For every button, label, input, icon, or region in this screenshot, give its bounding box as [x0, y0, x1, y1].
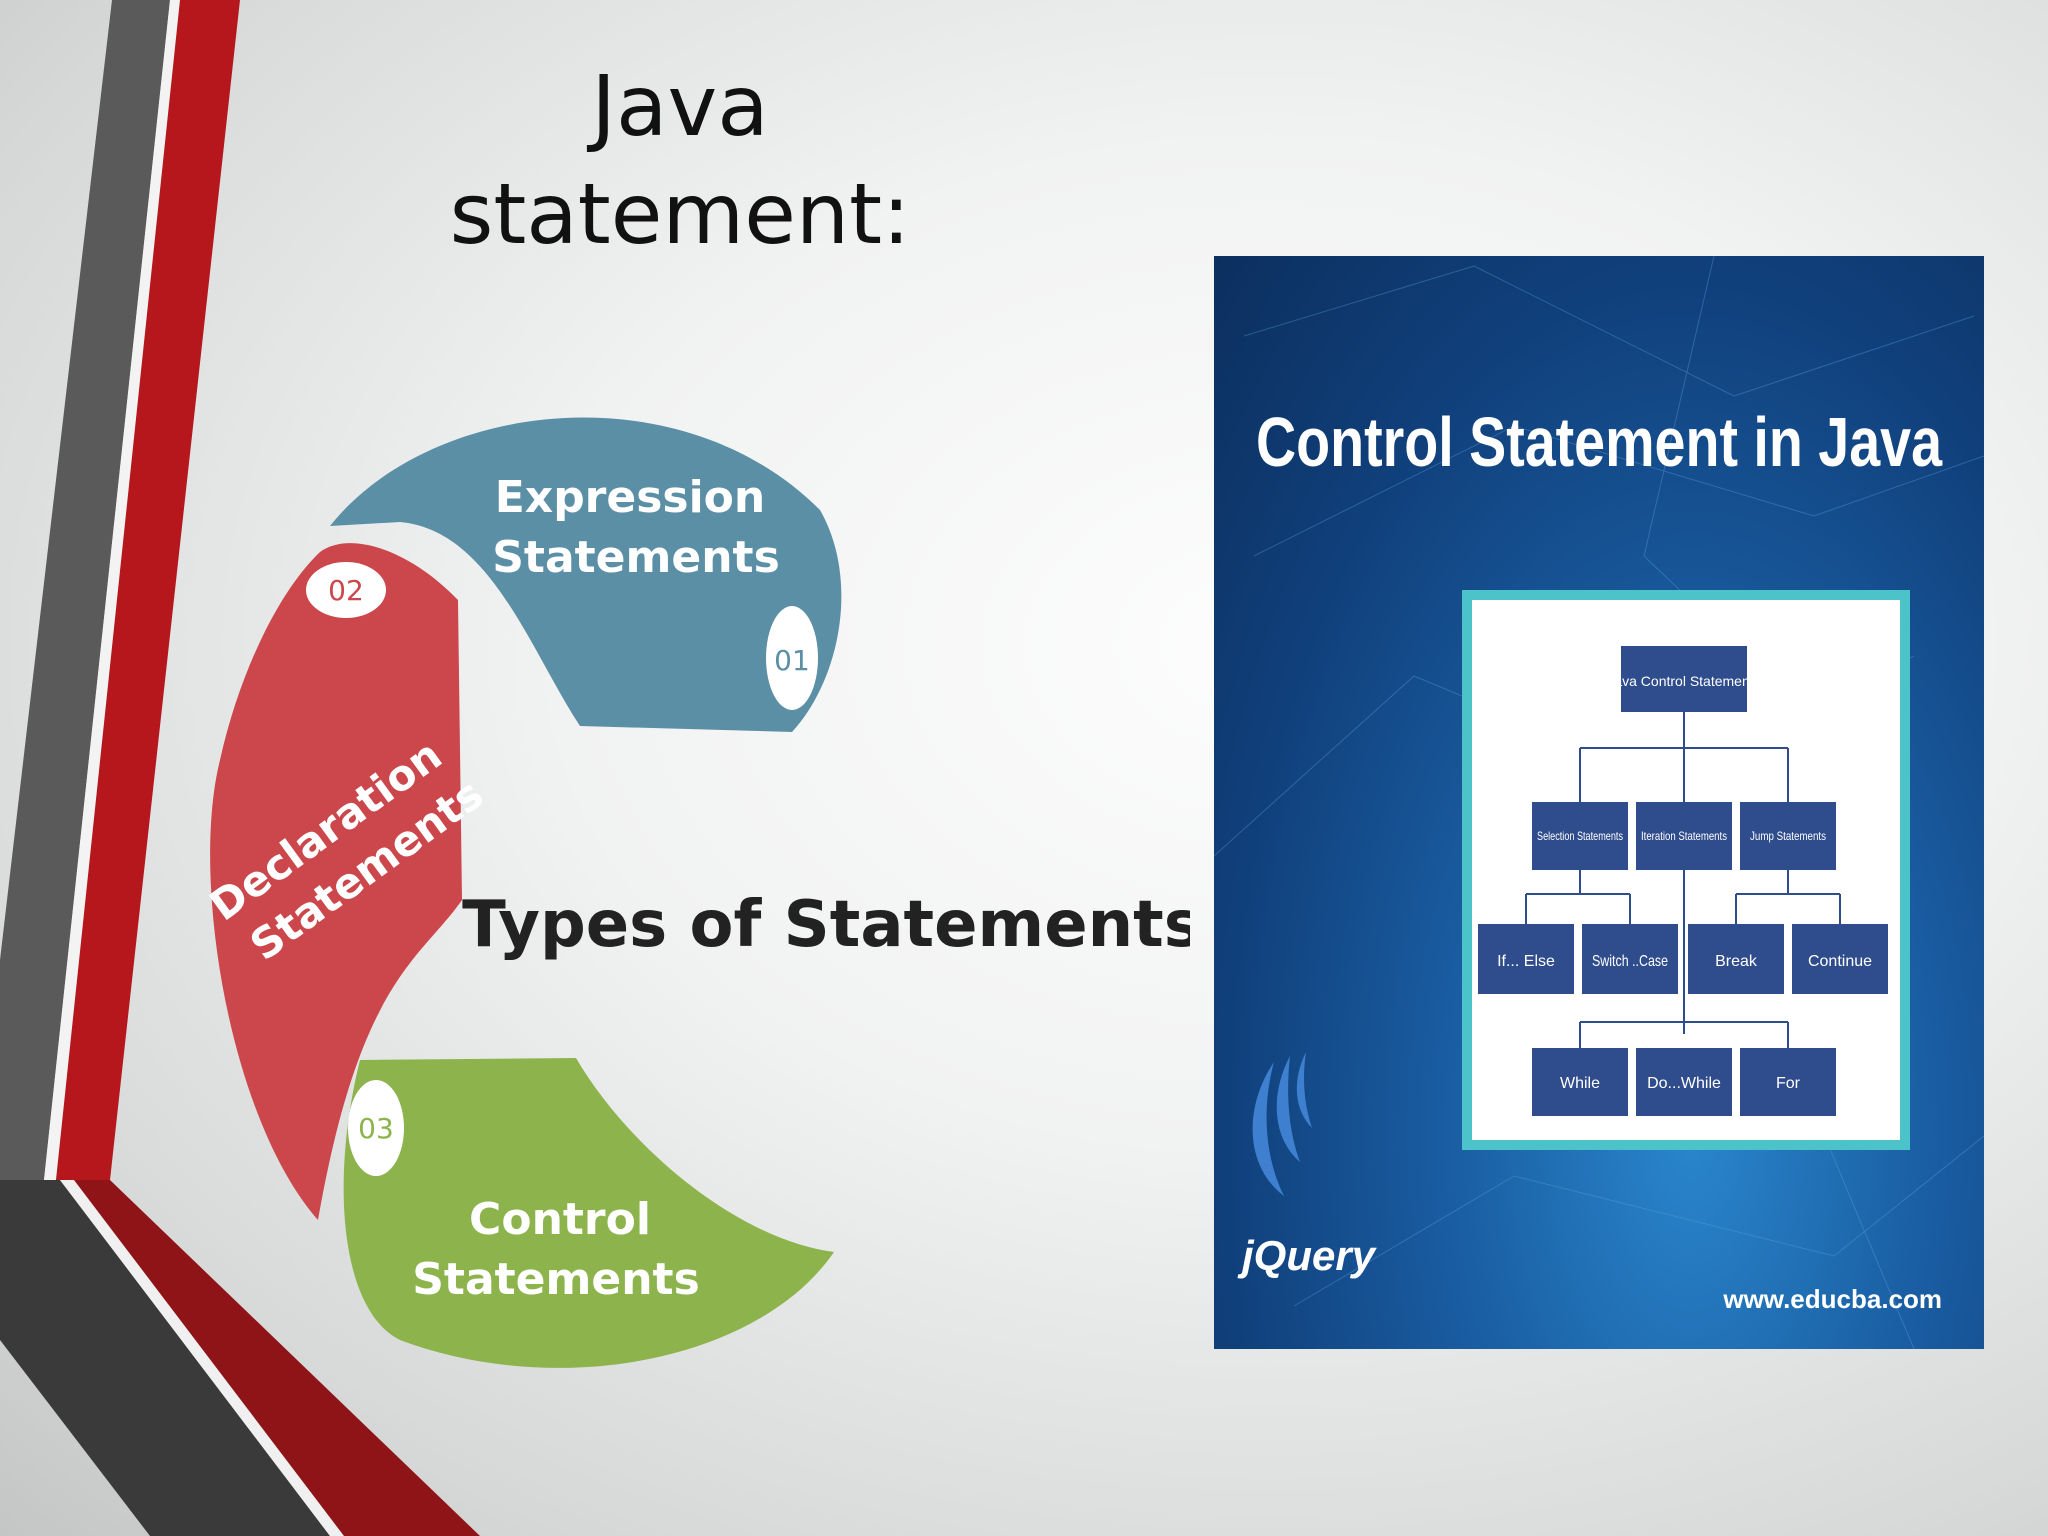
jquery-logo-icon [1252, 1052, 1312, 1196]
tree-node-break: Break [1715, 953, 1758, 970]
badge-02-bg [306, 562, 386, 618]
tree-node-selection: Selection Statements [1537, 829, 1623, 843]
control-statement-image: Control Statement in Java [1214, 256, 1984, 1349]
tree-connectors [1525, 712, 1841, 1048]
badge-03-bg [348, 1080, 404, 1176]
types-heading: Types of Statements [462, 888, 1190, 962]
badge-03: 03 [358, 1112, 394, 1145]
tree-node-for: For [1776, 1075, 1801, 1092]
control-statement-image-svg: Control Statement in Java [1214, 256, 1984, 1349]
segment-expression-line1: Expression [495, 472, 766, 523]
left-red-stripe [56, 0, 240, 1180]
tree-node-continue: Continue [1808, 953, 1872, 970]
title-line-1: Java [591, 57, 769, 155]
segment-control-line1: Control [469, 1194, 651, 1245]
segment-declaration [210, 543, 462, 1220]
tree-level2: If... Else Switch ..Case Break Continue [1478, 924, 1888, 994]
segment-expression-line2: Statements [492, 532, 780, 583]
jquery-logo-text: jQuery [1237, 1232, 1378, 1280]
badge-01-bg [766, 606, 818, 710]
tree-node-jump: Jump Statements [1750, 829, 1826, 843]
tree-node-do-while: Do...While [1647, 1075, 1721, 1092]
slide-title: Java statement: [380, 52, 980, 268]
left-white-gap [44, 0, 180, 1180]
types-of-statements-graphic: 01 Expression Statements 02 Declaration … [201, 417, 1190, 1368]
tree-node-if-else: If... Else [1497, 953, 1555, 970]
segment-control [343, 1058, 834, 1368]
website-label: www.educba.com [1722, 1284, 1942, 1314]
tree-level1: Selection Statements Iteration Statement… [1532, 802, 1836, 870]
segment-control-line2: Statements [412, 1254, 700, 1305]
bottom-dark-stripe [0, 1180, 330, 1536]
segment-expression [330, 417, 842, 732]
tree-node-iteration: Iteration Statements [1641, 829, 1727, 843]
badge-01: 01 [774, 644, 810, 677]
tree-root: Java Control Statements [1607, 646, 1761, 712]
bottom-white-gap [60, 1180, 344, 1536]
tree-node-while: While [1560, 1075, 1600, 1092]
tree-level3: While Do...While For [1532, 1048, 1836, 1116]
bottom-red-stripe [74, 1180, 480, 1536]
tree-root-label: Java Control Statements [1607, 673, 1760, 689]
left-gray-stripe [0, 0, 170, 1180]
tree-node-switch-case: Switch ..Case [1592, 953, 1668, 970]
badge-02: 02 [328, 574, 364, 607]
control-image-title: Control Statement in Java [1256, 403, 1943, 481]
title-line-2: statement: [449, 165, 911, 263]
